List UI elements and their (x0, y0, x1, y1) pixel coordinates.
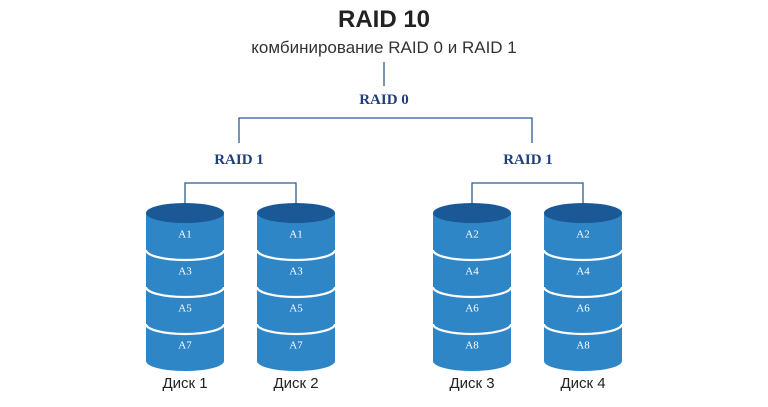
disk-segment-separator (431, 286, 513, 299)
block-label: A8 (465, 340, 479, 352)
raid1-right-label: RAID 1 (503, 152, 553, 168)
disk-body (544, 213, 622, 361)
disk-top-cap (146, 203, 224, 223)
disk-segment-separator (255, 249, 337, 262)
block-label: A6 (465, 303, 479, 315)
block-label: A2 (465, 229, 478, 241)
diagram-title: RAID 10 (337, 6, 431, 33)
connector-lines (184, 62, 584, 206)
disk-segment-separator (542, 323, 624, 336)
block-label: A7 (289, 340, 303, 352)
disk-top-cap (544, 203, 622, 223)
block-label: A8 (576, 340, 590, 352)
disk-name-label: Диск 4 (560, 375, 605, 392)
block-label: A5 (289, 303, 303, 315)
block-label: A6 (576, 303, 590, 315)
disk-name-label: Диск 3 (449, 375, 494, 392)
block-label: A3 (289, 266, 303, 278)
diagram-subtitle: комбинирование RAID 0 и RAID 1 (251, 38, 517, 57)
disk-segment-separator (144, 286, 226, 299)
block-label: A7 (178, 340, 192, 352)
block-label: A2 (576, 229, 589, 241)
raid1-left-connector (184, 182, 297, 206)
disk-body (433, 213, 511, 361)
disk-segment-separator (542, 249, 624, 262)
raid0-label: RAID 0 (359, 92, 409, 108)
block-label: A3 (178, 266, 192, 278)
block-label: A1 (178, 229, 191, 241)
block-label: A4 (576, 266, 590, 278)
raid1-right-connector (471, 182, 584, 206)
disk-name-label: Диск 2 (273, 375, 318, 392)
disk-top-cap (257, 203, 335, 223)
block-label: A4 (465, 266, 479, 278)
disk-segment-separator (542, 286, 624, 299)
disk-segment-separator (144, 249, 226, 262)
disk-segment-separator (255, 286, 337, 299)
disk-segment-separator (255, 323, 337, 336)
raid1-left-label: RAID 1 (214, 152, 264, 168)
disk-body (146, 213, 224, 361)
disk-segment-separator (431, 323, 513, 336)
block-label: A1 (289, 229, 302, 241)
raid0-connector (238, 117, 533, 143)
disk-body (257, 213, 335, 361)
disk-name-label: Диск 1 (162, 375, 207, 392)
block-label: A5 (178, 303, 192, 315)
disk-segment-separator (431, 249, 513, 262)
disk-top-cap (433, 203, 511, 223)
disk-segment-separator (144, 323, 226, 336)
